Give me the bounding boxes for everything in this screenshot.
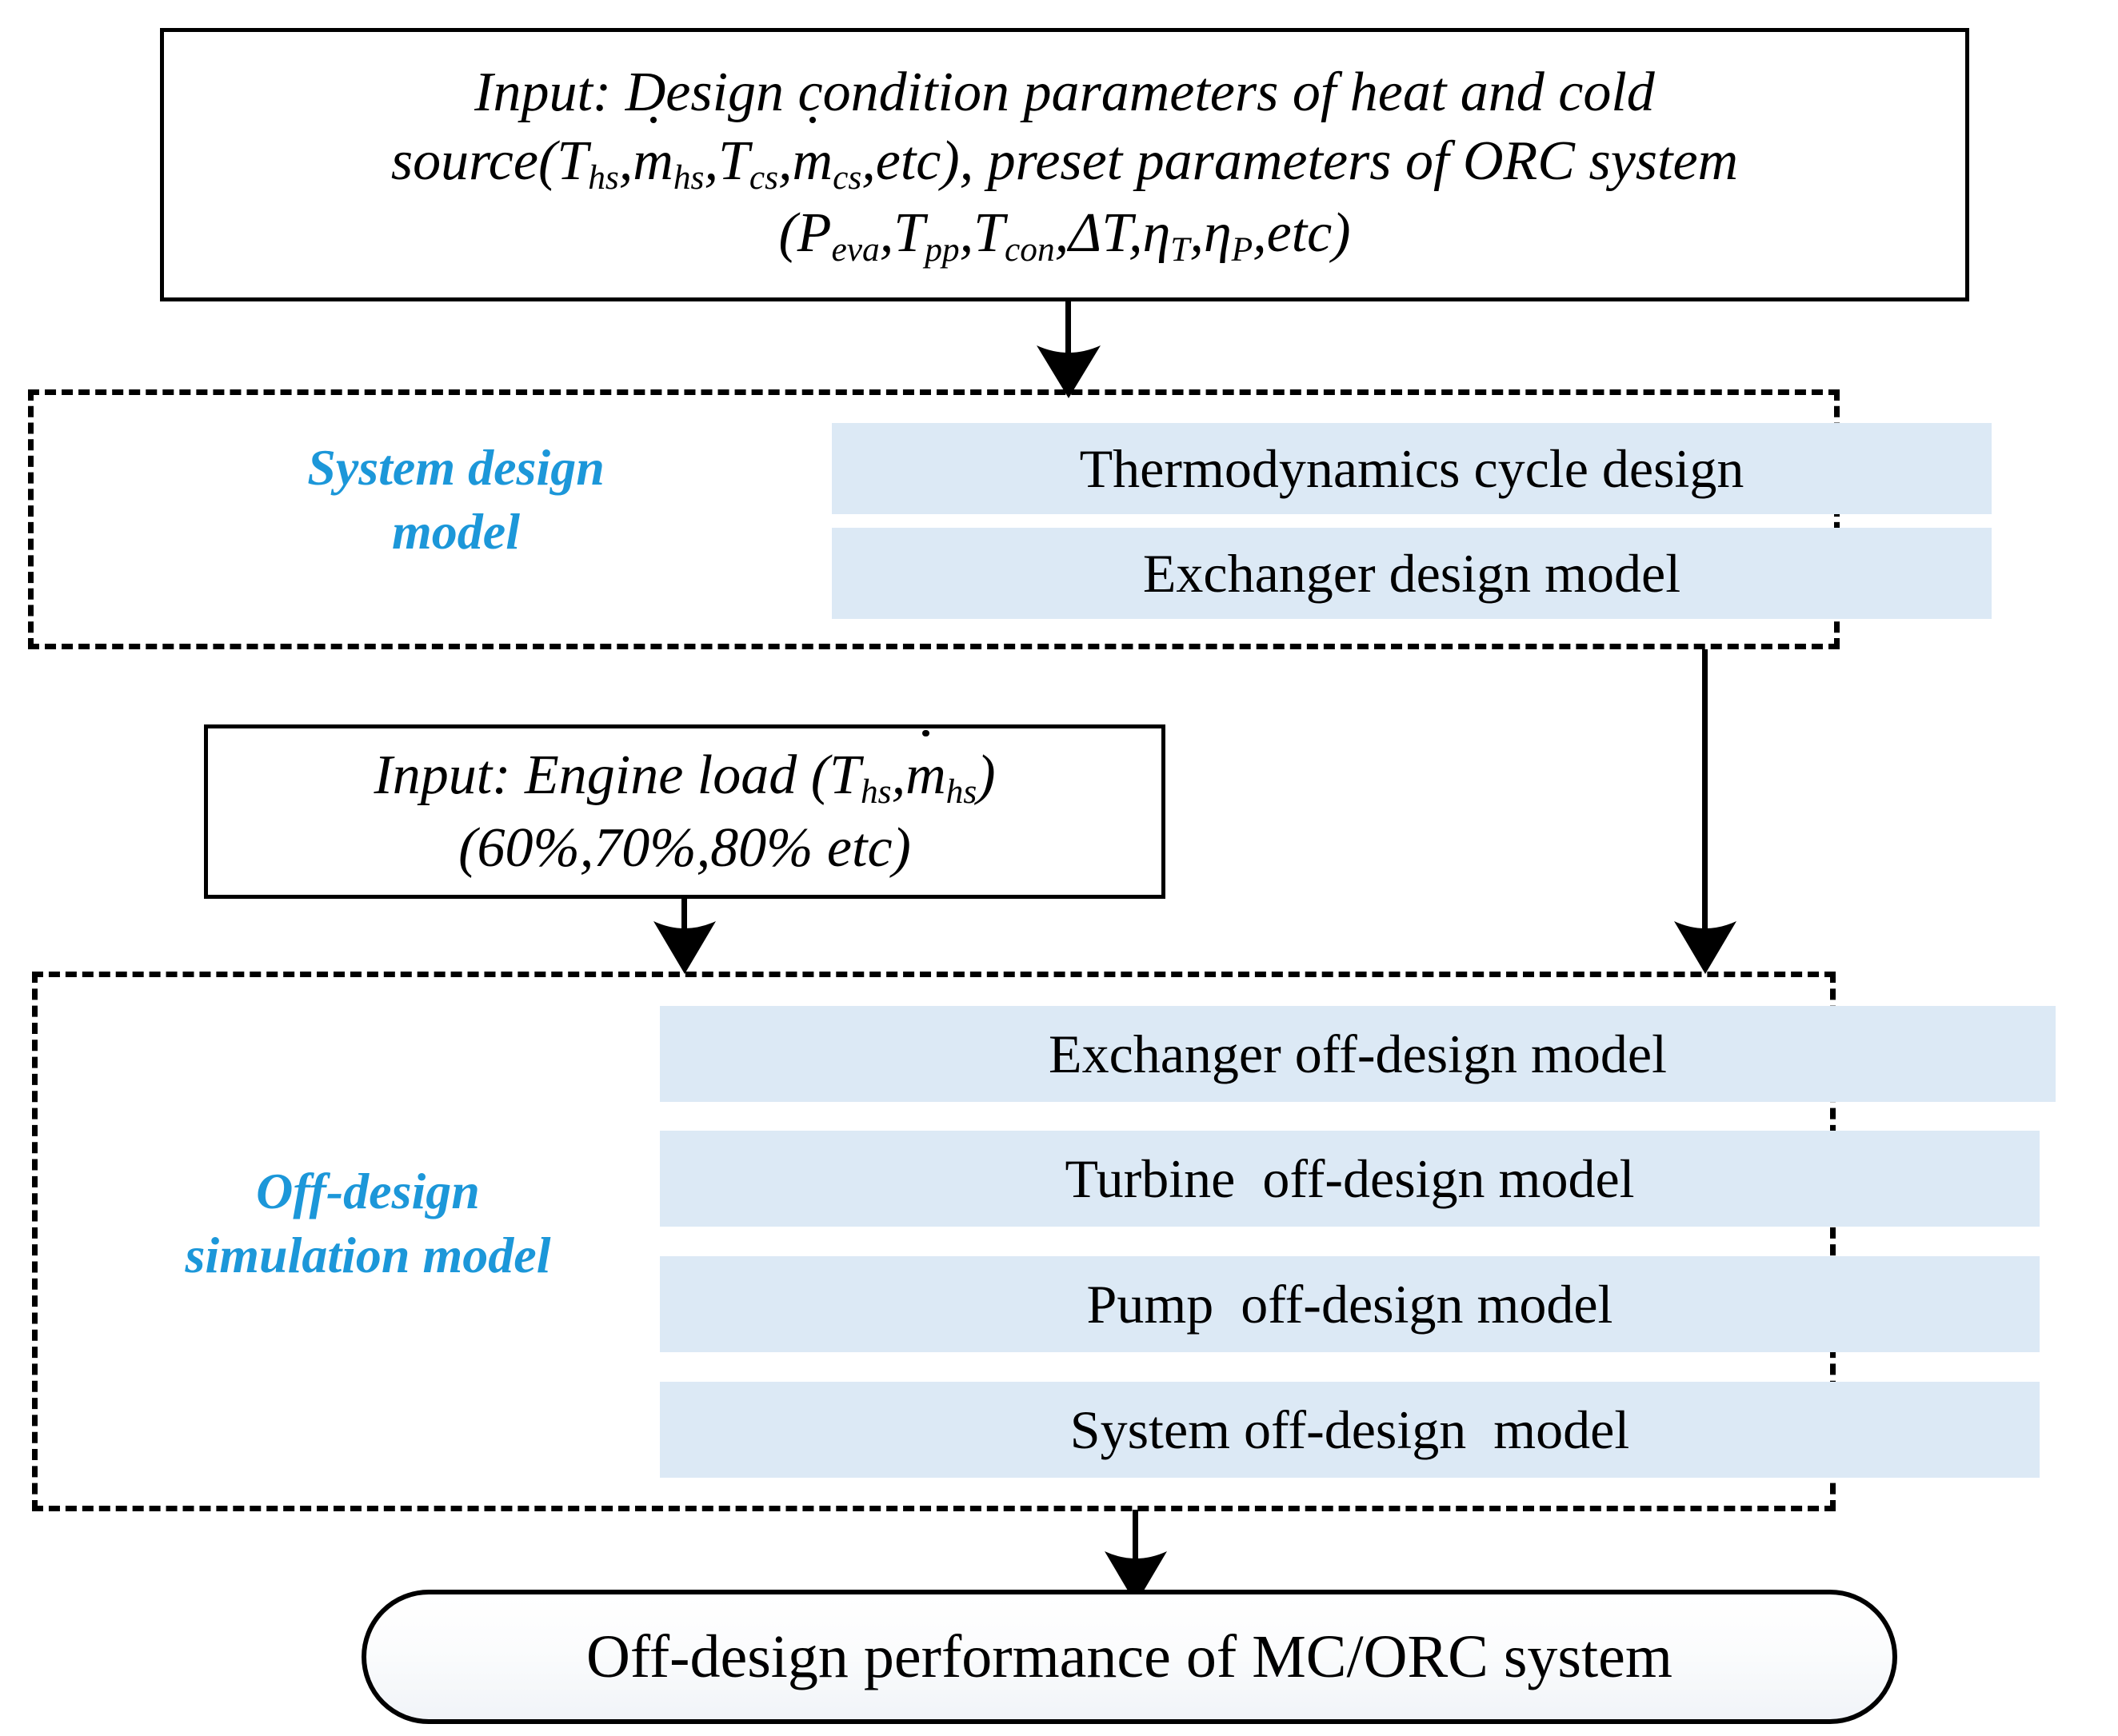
off-design-group: [32, 972, 1836, 1511]
input-design-conditions-box: Input: Design condition parameters of he…: [160, 28, 1969, 301]
system-design-group: [28, 389, 1840, 649]
input-engine-load-line-2: (60%,70%,80% etc): [458, 816, 911, 879]
input-design-line-3: (Peva,Tpp,Tcon,ΔT,ηT,ηP,etc): [778, 202, 1351, 269]
arrowhead-icon: [1037, 345, 1101, 398]
system-design-label-line-2: model: [392, 503, 520, 560]
arrow-off-design-to-output-shaft: [1133, 1510, 1138, 1583]
off-design-group-label: Off-design simulation model: [88, 1159, 648, 1287]
off-design-label-line-1: Off-design: [256, 1163, 480, 1219]
input-engine-load-line-1: Input: Engine load (Ths,mhs): [374, 730, 996, 813]
arrowhead-icon: [1674, 921, 1736, 974]
off-design-item-exchanger-off-design-model[interactable]: Exchanger off-design model: [660, 1006, 2056, 1102]
arrow-system-design-to-off-design-head: [1672, 920, 1739, 974]
system-design-item-exchanger-design-model[interactable]: Exchanger design model: [832, 528, 1992, 619]
arrow-input-to-system-design-shaft: [1065, 301, 1071, 364]
arrowhead-icon: [1105, 1551, 1167, 1604]
off-design-item-turbine-off-design-model[interactable]: Turbine off-design model: [660, 1131, 2040, 1227]
arrow-off-design-to-output-head: [1102, 1550, 1169, 1604]
arrow-system-design-to-off-design-shaft: [1702, 649, 1708, 933]
input-engine-load-box: Input: Engine load (Ths,mhs) (60%,70%,80…: [204, 724, 1165, 899]
input-design-line-2: source(Ths,mhs,Tcs,mcs,etc), preset para…: [391, 116, 1738, 199]
system-design-item-thermodynamics-cycle-design[interactable]: Thermodynamics cycle design: [832, 423, 1992, 514]
input-design-line-1: Input: Design condition parameters of he…: [474, 62, 1655, 124]
off-design-label-line-2: simulation model: [185, 1227, 551, 1283]
arrowhead-icon: [653, 921, 716, 974]
off-design-item-system-off-design-model[interactable]: System off-design model: [660, 1382, 2040, 1478]
off-design-item-pump-off-design-model[interactable]: Pump off-design model: [660, 1256, 2040, 1352]
system-design-group-label: System design model: [232, 436, 680, 564]
arrow-engine-load-to-off-design-shaft: [681, 899, 687, 936]
output-terminator: Off-design performance of MC/ORC system: [362, 1590, 1897, 1724]
arrow-engine-load-to-off-design-head: [651, 920, 718, 974]
system-design-label-line-1: System design: [307, 439, 605, 496]
arrow-input-to-system-design-head: [1033, 344, 1104, 398]
